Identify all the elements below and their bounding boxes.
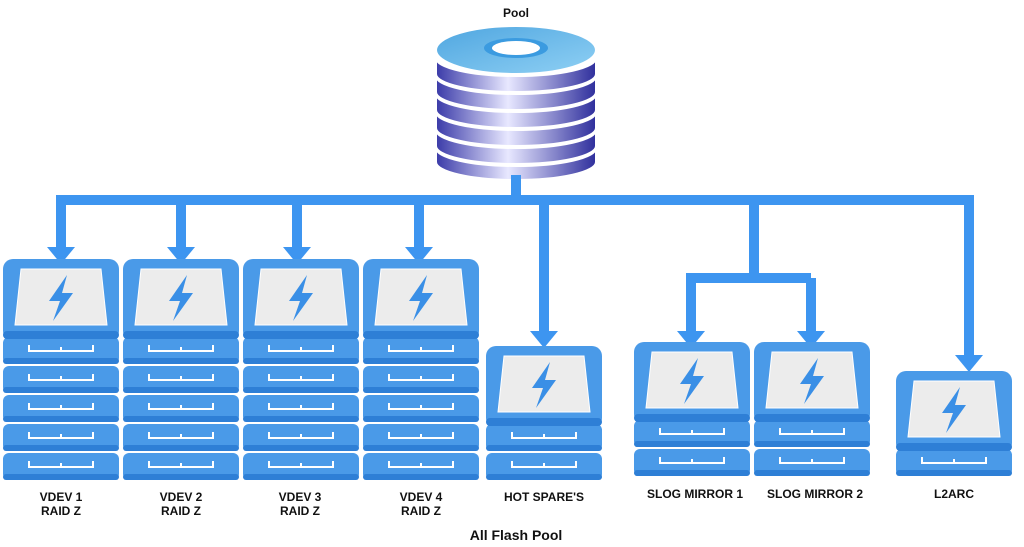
connector-lines (47, 175, 983, 372)
vdev4-drive-stack (363, 259, 479, 480)
drive-unit (123, 424, 239, 451)
pool-title: Pool (503, 6, 529, 20)
drive-unit (123, 453, 239, 480)
vdev1-drive-stack (3, 259, 119, 480)
drive-unit (123, 337, 239, 364)
footer-title: All Flash Pool (469, 527, 563, 543)
slog-mirror-2-label: SLOG MIRROR 2 (766, 487, 864, 501)
lightning-bolt-icon (680, 358, 704, 404)
drive-unit (3, 337, 119, 364)
hotspare-drive-stack (486, 346, 602, 480)
drive-unit (634, 420, 750, 447)
drive-unit (243, 453, 359, 480)
drive-unit (123, 366, 239, 393)
drive-unit (363, 424, 479, 451)
vdev2-drive-stack (123, 259, 239, 480)
drive-groups (3, 259, 1012, 480)
drive-unit (3, 453, 119, 480)
drive-unit (243, 395, 359, 422)
l2arc-drive-stack (896, 371, 1012, 476)
hot-spare-label: HOT SPARE'S (504, 490, 584, 504)
drive-unit (634, 449, 750, 476)
drive-unit (3, 395, 119, 422)
drive-head (634, 342, 750, 424)
drive-head (754, 342, 870, 424)
drive-unit (363, 337, 479, 364)
l2arc-label: L2ARC (933, 487, 975, 501)
drive-head (363, 259, 479, 341)
drive-unit (363, 395, 479, 422)
drive-unit (486, 453, 602, 480)
drive-unit (123, 395, 239, 422)
slog1-drive-stack (634, 342, 750, 476)
drive-unit (363, 453, 479, 480)
drive-unit (3, 424, 119, 451)
drive-head (123, 259, 239, 341)
drive-unit (754, 449, 870, 476)
drive-unit (243, 366, 359, 393)
drive-head (896, 371, 1012, 453)
drive-unit (486, 424, 602, 451)
lightning-bolt-icon (49, 275, 73, 321)
lightning-bolt-icon (409, 275, 433, 321)
drive-head (243, 259, 359, 341)
slog-mirror-1-label: SLOG MIRROR 1 (646, 487, 744, 501)
drive-unit (363, 366, 479, 393)
vdev3-drive-stack (243, 259, 359, 480)
drive-head (3, 259, 119, 341)
lightning-bolt-icon (169, 275, 193, 321)
drive-unit (896, 449, 1012, 476)
lightning-bolt-icon (942, 387, 966, 433)
drive-head (486, 346, 602, 428)
drive-unit (243, 424, 359, 451)
lightning-bolt-icon (532, 362, 556, 408)
drive-unit (243, 337, 359, 364)
lightning-bolt-icon (800, 358, 824, 404)
pool-disk-icon (435, 25, 597, 181)
slog2-drive-stack (754, 342, 870, 476)
drive-unit (754, 420, 870, 447)
lightning-bolt-icon (289, 275, 313, 321)
drive-unit (3, 366, 119, 393)
